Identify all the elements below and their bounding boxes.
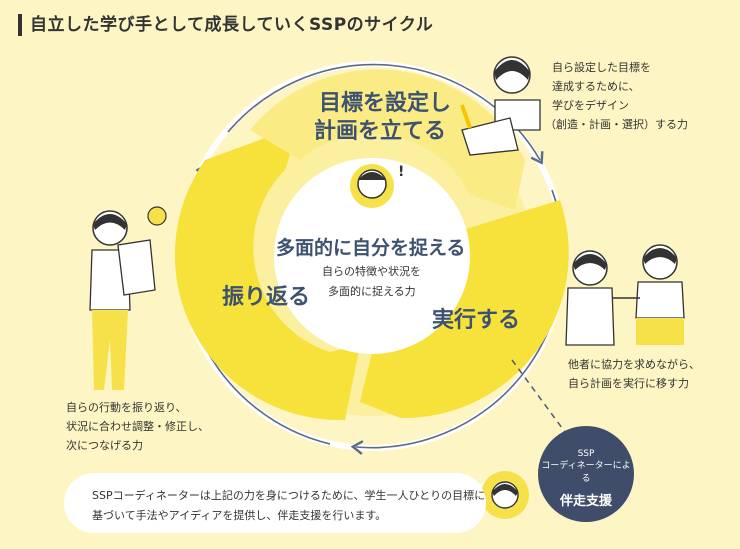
bubble-line2: 基づいて手法やアイディアを提供し、伴走支援を行います。 [92,509,387,522]
speech-bubble: SSPコーディネーターは上記の力を身につけるために、学生一人ひとりの目標に 基づ… [64,473,486,533]
reflect-label: 振り返る [222,285,311,310]
plan-arrow-shape [250,69,525,210]
center-sub-line1: 自らの特徴や状況を [322,265,421,278]
handshake-people-icon [565,244,685,346]
center-title: 多面的に自分を捉える [276,237,466,259]
coordinator-person-icon [481,471,529,519]
plan-caption-3: 学びをデザイン [552,99,629,112]
plan-label-line1: 目標を設定し [319,91,452,116]
svg-text:!: ! [398,164,404,180]
center-sub-line2: 多面的に捉える力 [328,285,416,298]
coordinator-dashed-line [511,359,566,433]
center-person-icon: ! [350,164,404,208]
reflect-caption-3: 次につなげる力 [66,439,143,452]
execute-caption-2: 自ら計画を実行に移す力 [568,377,689,390]
bubble-line1: SSPコーディネーターは上記の力を身につけるために、学生一人ひとりの目標に [92,489,486,502]
execute-caption-1: 他者に協力を求めながら、 [568,358,700,371]
execute-arrow-shape [360,200,569,419]
plan-caption-4: （創造・計画・選択）する力 [545,118,688,131]
reflect-caption-2: 状況に合わせ調整・修正し、 [66,420,209,433]
reflect-arrow-shape [174,125,360,421]
coordinator-line2: コーディネーターによる [541,461,631,484]
reflecting-person-icon [89,206,167,390]
coordinator-line1: SSP [577,449,595,459]
coordinator-line3: 伴走支援 [559,494,612,509]
center-circle [274,158,470,354]
execute-label: 実行する [432,308,521,333]
page-title: 自立した学び手として成長していくSSPのサイクル [18,14,433,36]
reflect-caption-1: 自らの行動を振り返り、 [66,401,187,414]
plan-caption-2: 達成するために、 [552,80,640,93]
coordinator-badge: SSP コーディネーターによる 伴走支援 [538,426,634,522]
plan-label-line2: 計画を立てる [314,119,447,144]
plan-caption-1: 自ら設定した目標を [552,61,651,74]
planning-person-icon [460,56,541,156]
